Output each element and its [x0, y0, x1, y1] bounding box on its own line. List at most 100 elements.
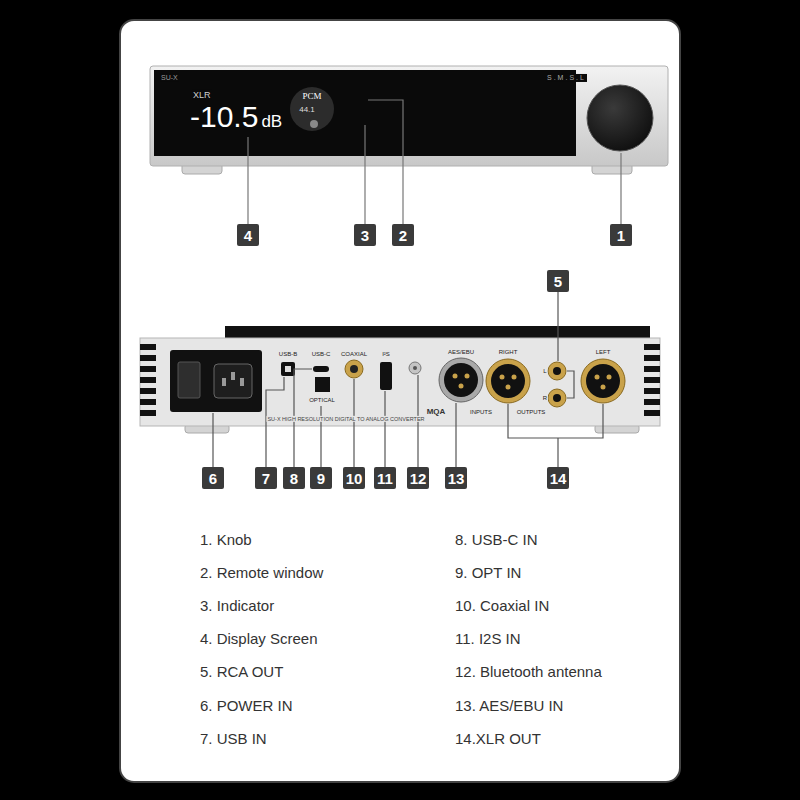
channel-label: R: [542, 395, 548, 402]
port-label: COAXIAL: [340, 351, 368, 358]
connector-pin: [506, 385, 511, 390]
socket-pin: [222, 378, 226, 386]
antenna-hole: [413, 366, 417, 370]
port-label: USB-C: [311, 351, 332, 358]
connector-face: [491, 364, 525, 398]
rca-hole: [553, 394, 561, 402]
callout-number: 5: [547, 270, 569, 292]
heat-fin: [140, 410, 156, 416]
input-indicator: XLR: [192, 90, 212, 100]
heat-fin: [644, 388, 660, 394]
leader-line: [557, 292, 558, 361]
model-caption: SU-X HIGH RESOLUTION DIGITAL TO ANALOG C…: [266, 416, 425, 422]
callout-number: 4: [237, 224, 259, 246]
legend-item: 2. Remote window: [200, 564, 323, 581]
legend-item: 10. Coaxial IN: [455, 597, 549, 614]
heat-fin: [140, 355, 156, 361]
legend-item: 12. Bluetooth antenna: [455, 663, 602, 680]
leader-line: [384, 391, 385, 467]
heat-fin: [140, 344, 156, 350]
socket-pin: [231, 372, 235, 380]
callout-number: 2: [392, 224, 414, 246]
optical-port: [315, 377, 330, 392]
iec-socket: [214, 364, 252, 398]
usb-c-port: [313, 366, 329, 372]
port-label: AES/EBU: [447, 349, 475, 356]
power-switch: [178, 362, 200, 398]
channel-label: L: [542, 368, 547, 375]
bracket: [508, 404, 603, 438]
card: [120, 20, 680, 782]
connector-pin: [500, 375, 505, 380]
legend-item: 3. Indicator: [200, 597, 274, 614]
callout-number: 12: [407, 467, 429, 489]
legend-item: 8. USB-C IN: [455, 531, 538, 548]
leader-line: [364, 125, 365, 224]
usb-b-port: [281, 362, 295, 376]
coaxial-port: [345, 360, 363, 378]
legend-item: 7. USB IN: [200, 730, 267, 747]
connector-pin: [601, 385, 606, 390]
leader-line: [455, 403, 456, 467]
channel-label: LEFT: [595, 349, 612, 356]
connector-face: [444, 363, 478, 397]
connector-pin: [512, 375, 517, 380]
xlr-out-right: [486, 359, 530, 403]
leader-line: [368, 100, 403, 224]
i2s-port: [380, 362, 392, 390]
callout-number: 1: [610, 224, 632, 246]
callout-number: 6: [202, 467, 224, 489]
callout-number: 11: [374, 467, 396, 489]
heat-fin: [644, 377, 660, 383]
volume-readout: -10.5: [190, 100, 258, 135]
heat-fin: [644, 344, 660, 350]
group-label: OUTPUTS: [516, 409, 547, 416]
leader-line: [212, 413, 213, 467]
callout-number: 8: [283, 467, 305, 489]
leader-line: [620, 153, 621, 224]
screen-logo: SU-X: [160, 74, 179, 82]
rca-hole: [553, 367, 561, 375]
callout-number: 14: [547, 467, 569, 489]
callout-number: 13: [445, 467, 467, 489]
legend-item: 9. OPT IN: [455, 564, 521, 581]
legend-item: 1. Knob: [200, 531, 252, 548]
group-label: INPUTS: [469, 409, 493, 416]
callout-number: 7: [255, 467, 277, 489]
mqa-logo: MQA: [426, 407, 447, 416]
heat-fin: [644, 355, 660, 361]
rca-out: [548, 362, 566, 380]
usb-b-tongue: [285, 366, 291, 372]
callout-number: 3: [354, 224, 376, 246]
indicator-disc: [290, 87, 334, 131]
bluetooth-antenna: [409, 362, 421, 374]
sample-rate: 44.1: [299, 105, 315, 114]
legend-item: 14.XLR OUT: [455, 730, 541, 747]
connector-pin: [607, 375, 612, 380]
heat-fin: [644, 399, 660, 405]
indicator-icon: [310, 120, 318, 128]
leader-line: [247, 137, 248, 224]
rear-body: [140, 338, 660, 426]
socket-pin: [240, 378, 244, 386]
front-body: [150, 66, 668, 166]
leader-line: [353, 379, 354, 467]
brand-logo: S.M.S.L: [546, 74, 587, 82]
aes-ebu-connector: [439, 358, 483, 402]
connector-pin: [459, 384, 464, 389]
connector-pin: [465, 374, 470, 379]
leader-line: [557, 438, 558, 467]
heat-fin: [140, 388, 156, 394]
legend-item: 11. I2S IN: [455, 630, 521, 647]
callout-number: 9: [310, 467, 332, 489]
connector-face: [586, 364, 620, 398]
heat-fin: [140, 399, 156, 405]
heat-fin: [140, 366, 156, 372]
channel-label: RIGHT: [498, 349, 519, 356]
heat-fin: [644, 410, 660, 416]
xlr-out-left: [581, 359, 625, 403]
port-label: I²S: [381, 351, 391, 358]
